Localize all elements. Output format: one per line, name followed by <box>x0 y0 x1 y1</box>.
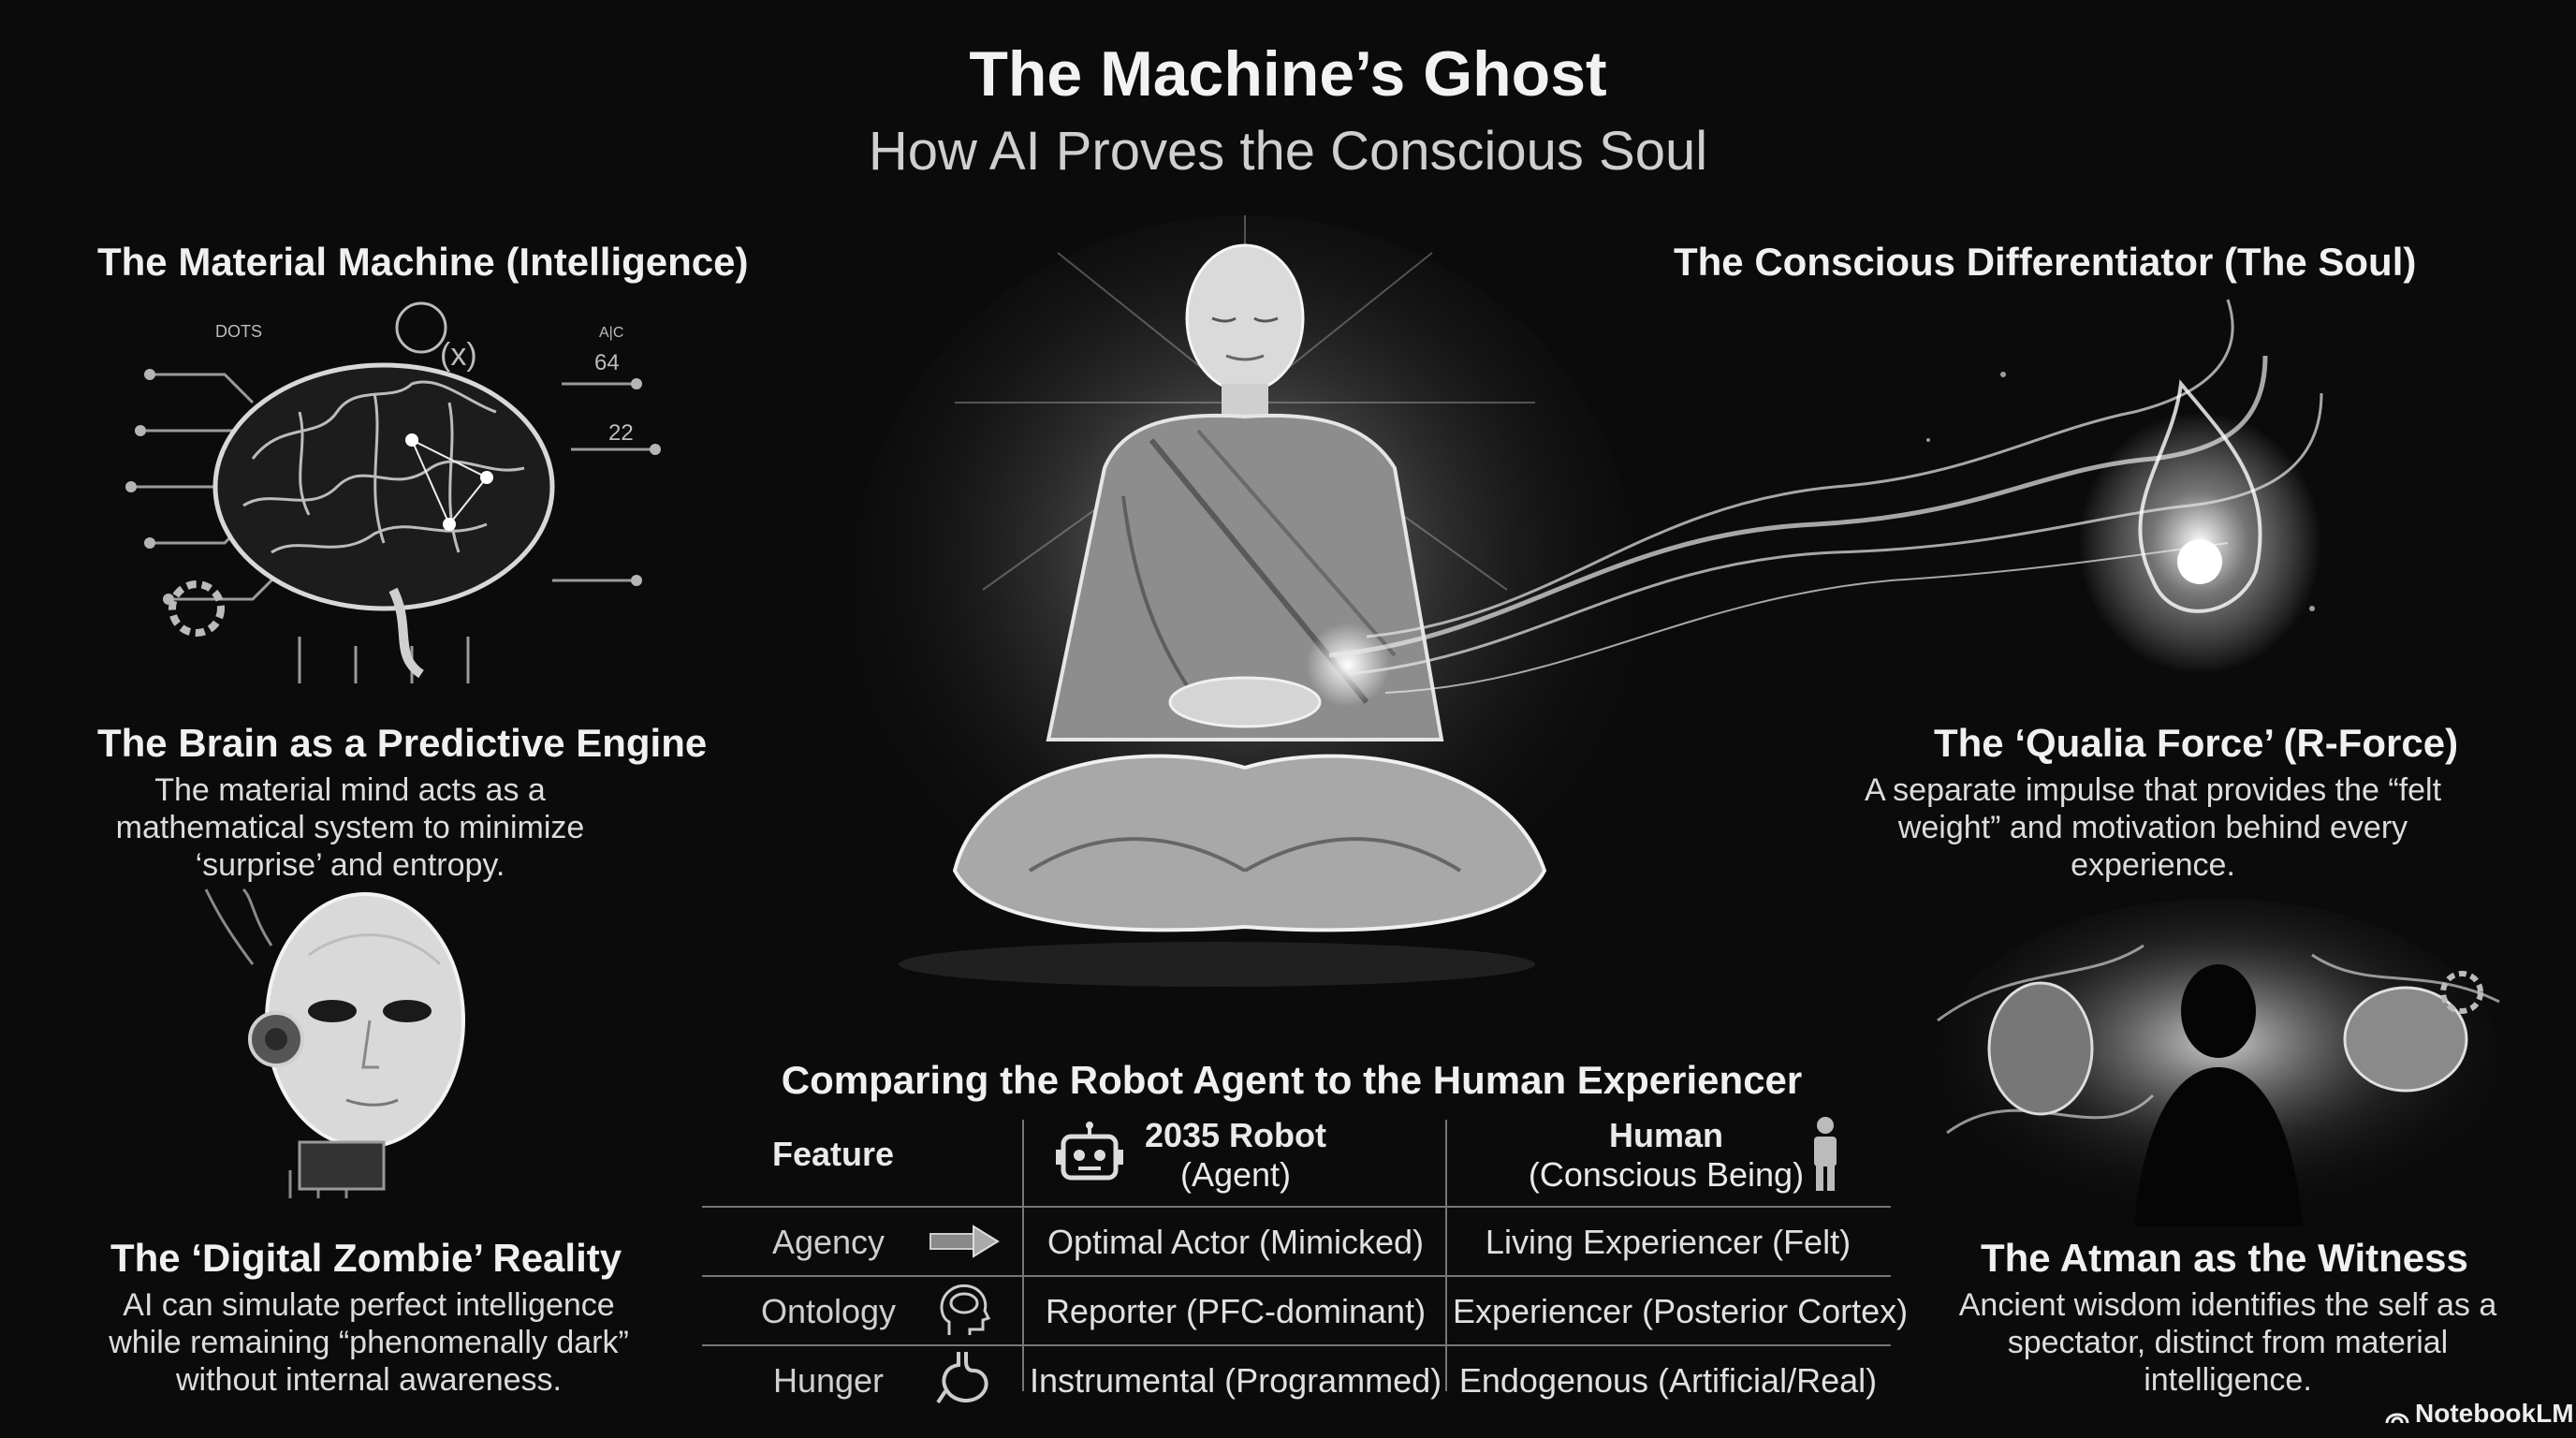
row-hunger-human: Endogenous (Artificial/Real) <box>1458 1361 1878 1400</box>
row-hunger-robot: Instrumental (Programmed) <box>1030 1361 1442 1400</box>
row-ontology-human: Experiencer (Posterior Cortex) <box>1453 1292 1909 1330</box>
row-ontology-feature: Ontology <box>760 1292 897 1330</box>
robot-icon <box>1056 1122 1123 1181</box>
table-title: Comparing the Robot Agent to the Human E… <box>781 1058 1803 1102</box>
left-section-title: The Material Machine (Intelligence) <box>97 240 749 284</box>
head-brain-icon <box>940 1284 991 1335</box>
brain-label-ac: A|C <box>599 325 623 341</box>
brain-label-dots: DOTS <box>215 322 262 341</box>
page-title: The Machine’s Ghost <box>969 38 1607 110</box>
row-hunger-feature: Hunger <box>772 1361 885 1400</box>
row-ontology-robot: Reporter (PFC-dominant) <box>1045 1292 1427 1330</box>
right-section-title: The Conscious Differentiator (The Soul) <box>1674 240 2417 284</box>
notebooklm-brand[interactable]: NotebookLM <box>2415 1399 2574 1428</box>
zombie-text: AI can simulate perfect intelligence whi… <box>109 1287 629 1398</box>
witness-silhouette-illustration <box>1937 899 2500 1226</box>
qualia-title: The ‘Qualia Force’ (R-Force) <box>1934 721 2459 765</box>
brain-circuit-illustration: DOTS (x) A|C 64 22 <box>125 301 661 683</box>
human-col-title: Human <box>1608 1116 1723 1154</box>
robot-col-sub: (Agent) <box>1179 1155 1292 1194</box>
brain-label-64: 64 <box>594 350 620 375</box>
table-header-human: Human (Conscious Being) <box>1498 1116 1835 1195</box>
android-face-illustration <box>204 888 465 1198</box>
row-agency-human: Living Experiencer (Felt) <box>1485 1223 1852 1261</box>
row-agency-feature: Agency <box>771 1223 886 1261</box>
atman-text: Ancient wisdom identifies the self as a … <box>1958 1287 2497 1398</box>
meditating-monk-illustration <box>852 215 1638 987</box>
arrow-icon <box>929 1225 1000 1258</box>
soul-flame-illustration <box>1328 299 2323 694</box>
brain-label-x: (x) <box>440 337 477 373</box>
table-header-feature: Feature <box>771 1135 895 1173</box>
person-icon <box>1814 1117 1837 1191</box>
human-col-sub: (Conscious Being) <box>1528 1155 1805 1194</box>
brain-label-22: 22 <box>608 420 634 446</box>
atman-title: The Atman as the Witness <box>1981 1236 2468 1280</box>
engine-text: The material mind acts as a mathematical… <box>115 772 585 883</box>
page-subtitle: How AI Proves the Conscious Soul <box>868 121 1708 182</box>
table-header-robot: 2035 Robot (Agent) <box>1105 1116 1367 1195</box>
engine-title: The Brain as a Predictive Engine <box>97 721 708 765</box>
row-agency-robot: Optimal Actor (Mimicked) <box>1046 1223 1425 1261</box>
stomach-icon <box>936 1352 988 1404</box>
robot-col-title: 2035 Robot <box>1144 1116 1327 1154</box>
zombie-title: The ‘Digital Zombie’ Reality <box>110 1236 622 1280</box>
qualia-text: A separate impulse that provides the “fe… <box>1864 772 2442 883</box>
notebooklm-logo-icon <box>2385 1413 2409 1424</box>
